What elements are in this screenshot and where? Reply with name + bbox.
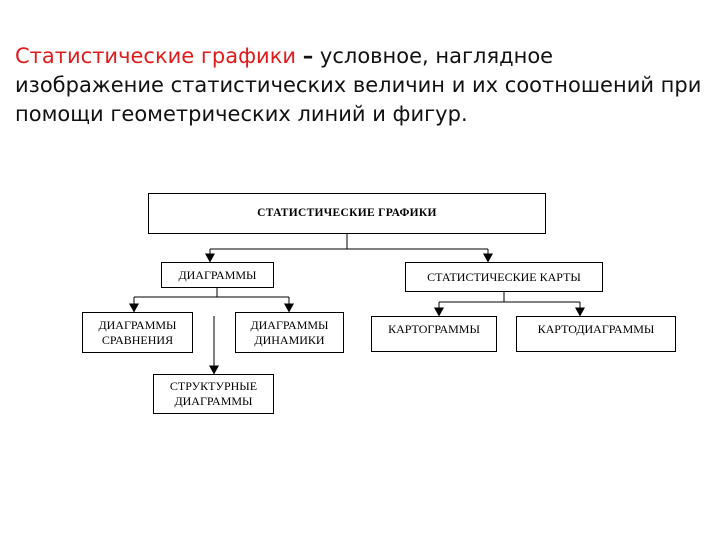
- node-dynamics-diagrams: ДИАГРАММЫ ДИНАМИКИ: [235, 312, 344, 353]
- node-statistical-graphs: СТАТИСТИЧЕСКИЕ ГРАФИКИ: [148, 193, 546, 234]
- node-diagrams-label: ДИАГРАММЫ: [178, 267, 257, 282]
- node-statistical-maps-label: СТАТИСТИЧЕСКИЕ КАРТЫ: [427, 269, 581, 284]
- node-cartograms: КАРТОГРАММЫ: [371, 316, 497, 352]
- node-cartodiagrams-label: КАРТОДИАГРАММЫ: [537, 322, 655, 336]
- node-diagrams: ДИАГРАММЫ: [161, 262, 274, 288]
- node-statistical-maps: СТАТИСТИЧЕСКИЕ КАРТЫ: [405, 262, 603, 292]
- intro-term: Статистические графики: [15, 44, 297, 68]
- node-structural-diagrams: СТРУКТУРНЫЕ ДИАГРАММЫ: [153, 374, 274, 414]
- node-statistical-graphs-label: СТАТИСТИЧЕСКИЕ ГРАФИКИ: [257, 207, 437, 219]
- node-structural-diagrams-label: СТРУКТУРНЫЕ ДИАГРАММЫ: [169, 379, 258, 408]
- node-cartograms-label: КАРТОГРАММЫ: [388, 322, 480, 336]
- node-cartodiagrams: КАРТОДИАГРАММЫ: [516, 316, 676, 352]
- node-comparison-diagrams: ДИАГРАММЫ СРАВНЕНИЯ: [82, 312, 193, 353]
- node-comparison-diagrams-label: ДИАГРАММЫ СРАВНЕНИЯ: [98, 317, 177, 347]
- node-dynamics-diagrams-label: ДИАГРАММЫ ДИНАМИКИ: [250, 317, 329, 347]
- intro-definition: Статистические графики – условное, нагля…: [15, 42, 705, 129]
- intro-definition-text: условное, наглядное изображение статисти…: [15, 44, 702, 126]
- intro-dash: –: [302, 44, 314, 68]
